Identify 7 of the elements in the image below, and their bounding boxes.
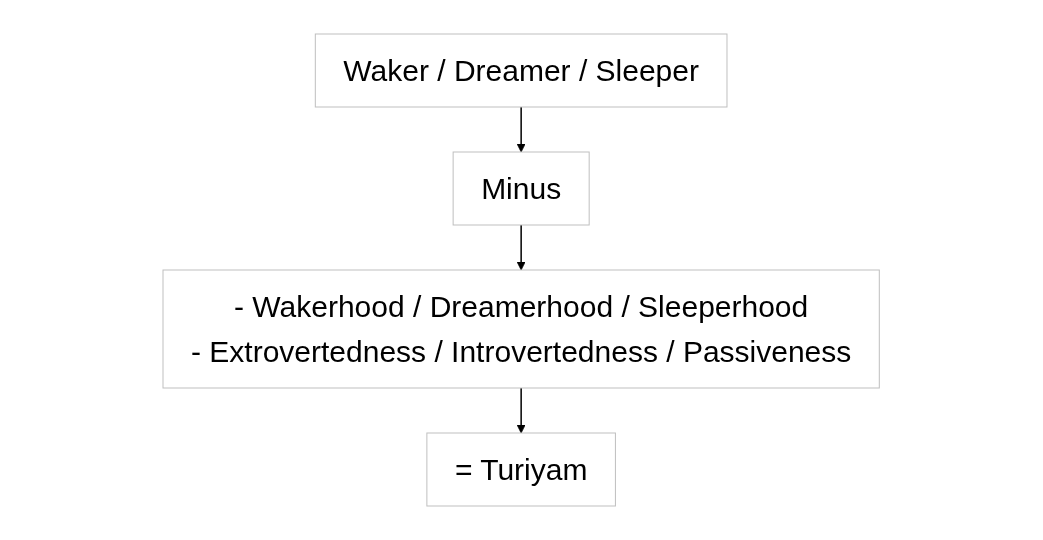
node-box: Waker / Dreamer / Sleeper <box>315 33 728 108</box>
node-box: = Turiyam <box>426 432 617 507</box>
arrow <box>517 106 526 153</box>
node-box: - Wakerhood / Dreamerhood / Sleeperhood - Extrovertedness / Introvertedness / Passiveness <box>162 269 881 389</box>
arrow <box>517 224 526 271</box>
arrow <box>517 387 526 434</box>
node-box: Minus <box>453 151 590 226</box>
